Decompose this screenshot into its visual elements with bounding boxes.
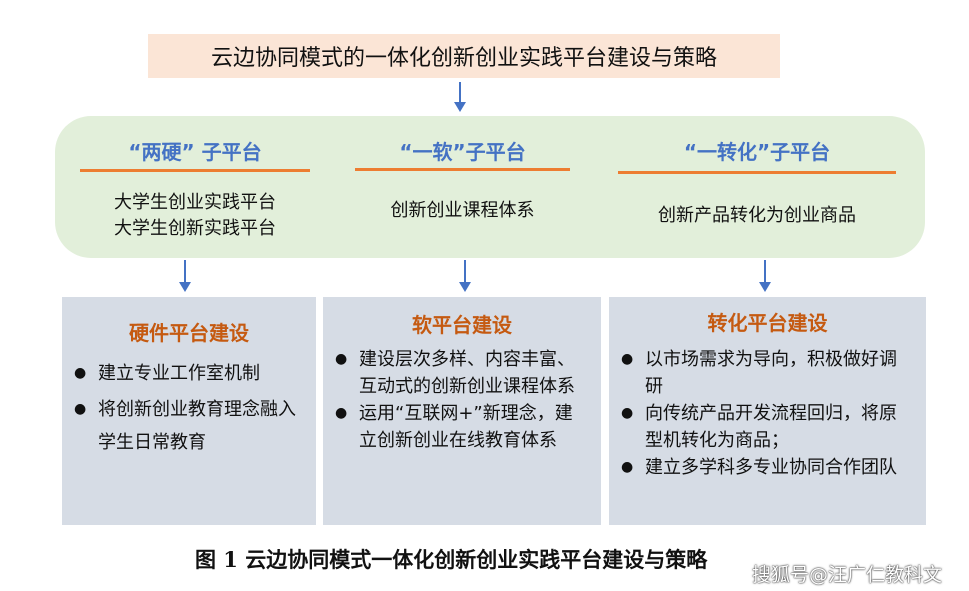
divider	[80, 169, 310, 172]
diagram-title: 云边协同模式的一体化创新创业实践平台建设与策略	[148, 34, 780, 78]
box-title: 硬件平台建设	[129, 321, 249, 345]
subplatform-line: 创新创业课程体系	[390, 200, 535, 221]
list-item: 建设层次多样、内容丰富、 互动式的创新创业课程体系	[335, 346, 589, 400]
list-item: 建立多学科多专业协同合作团队	[621, 454, 902, 481]
subplatform-panel	[55, 116, 925, 258]
conversion-platform-box: 转化平台建设 以市场需求为导向，积极做好调研 向传统产品开发流程回归，将原型机转…	[609, 297, 926, 525]
arrow-down-icon	[759, 260, 771, 292]
bullet-list: 建设层次多样、内容丰富、 互动式的创新创业课程体系 运用“互联网+”新理念，建立…	[323, 346, 601, 454]
subplatform-line: 大学生创新实践平台	[114, 218, 276, 239]
subplatform-text: 创新创业课程体系	[345, 198, 580, 224]
bullet-list: 以市场需求为导向，积极做好调研 向传统产品开发流程回归，将原型机转化为商品； 建…	[609, 346, 926, 481]
list-item: 建立专业工作室机制	[74, 360, 304, 387]
list-item: 向传统产品开发流程回归，将原型机转化为商品；	[621, 400, 902, 454]
software-platform-box: 软平台建设 建设层次多样、内容丰富、 互动式的创新创业课程体系 运用“互联网+”…	[323, 297, 601, 525]
bullet-list: 建立专业工作室机制 将创新创业教育理念融入学生日常教育	[62, 360, 316, 459]
subplatform-header: “一软”子平台	[399, 140, 526, 164]
arrow-down-icon	[179, 260, 191, 292]
figure-caption: 图 1 云边协同模式一体化创新创业实践平台建设与策略	[195, 547, 708, 572]
hardware-platform-box: 硬件平台建设 建立专业工作室机制 将创新创业教育理念融入学生日常教育	[62, 297, 316, 525]
subplatform-header: “两硬” 子平台	[128, 140, 262, 164]
subplatform-header: “一转化”子平台	[683, 140, 831, 164]
subplatform-text: 创新产品转化为创业商品	[618, 203, 896, 229]
watermark: 搜狐号@汪广仁教科文	[752, 564, 943, 586]
box-title: 软平台建设	[412, 313, 512, 337]
box-title: 转化平台建设	[707, 311, 828, 335]
list-item: 以市场需求为导向，积极做好调研	[621, 346, 902, 400]
divider	[618, 171, 896, 174]
list-item: 运用“互联网+”新理念，建立创新创业在线教育体系	[335, 400, 589, 454]
arrow-down-icon	[459, 260, 471, 292]
arrow-down-icon	[454, 82, 466, 112]
list-item: 将创新创业教育理念融入学生日常教育	[74, 393, 304, 459]
subplatform-line: 创新产品转化为创业商品	[658, 205, 856, 226]
subplatform-line: 大学生创业实践平台	[114, 192, 276, 213]
subplatform-text: 大学生创业实践平台 大学生创新实践平台	[80, 190, 310, 242]
divider	[355, 168, 570, 171]
